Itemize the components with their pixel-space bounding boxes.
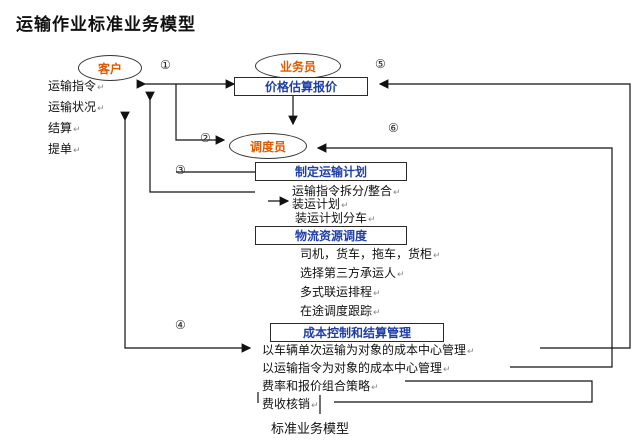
cost-item: 费率和报价组合策略↵: [262, 379, 379, 393]
caption: 标准业务模型: [271, 422, 350, 437]
resource-box: 物流资源调度: [255, 226, 407, 245]
plan-item: 装运计划↵: [292, 197, 349, 211]
resource-item: 司机，货车，拖车，货柜↵: [300, 247, 441, 261]
pricing-box-label: 价格估算报价: [264, 80, 337, 94]
cost-item: 以车辆单次运输为对象的成本中心管理↵: [262, 343, 475, 357]
resource-item: 在途调度跟踪↵: [300, 304, 381, 318]
cost-item: 以运输指令为对象的成本中心管理↵: [262, 361, 451, 375]
customer-node: 客户: [78, 55, 142, 81]
dispatcher-node: 调度员: [229, 133, 307, 159]
customer-item: 运输指令↵: [48, 79, 105, 93]
page-title: 运输作业标准业务模型: [16, 15, 196, 35]
plan-item: 装运计划分车↵: [295, 211, 376, 225]
pricing-box: 价格估算报价: [234, 77, 368, 96]
plan-box-label: 制定运输计划: [294, 165, 367, 179]
customer-item: 结算↵: [48, 121, 81, 135]
plan-item: 运输指令拆分/整合↵: [292, 184, 401, 198]
step-number-4: ④: [175, 318, 186, 332]
step-number-5: ⑤: [375, 57, 386, 71]
resource-box-label: 物流资源调度: [294, 229, 367, 243]
step-number-3: ③: [175, 163, 186, 177]
cost-box-label: 成本控制和结算管理: [302, 326, 411, 340]
resource-item: 多式联运排程↵: [300, 285, 381, 299]
step-number-2: ②: [200, 131, 211, 145]
step-number-6: ⑥: [388, 121, 399, 135]
cost-box: 成本控制和结算管理: [270, 323, 444, 342]
cost-item-list: 以车辆单次运输为对象的成本中心管理↵ 以运输指令为对象的成本中心管理↵ 费率和报…: [262, 342, 475, 414]
customer-label: 客户: [97, 61, 122, 76]
customer-item: 运输状况↵: [48, 100, 105, 114]
plan-box: 制定运输计划: [255, 162, 407, 181]
cost-item: 费收核销↵: [262, 397, 319, 411]
step-number-1: ①: [160, 58, 171, 72]
dispatcher-label: 调度员: [249, 139, 286, 154]
resource-item-list: 司机，货车，拖车，货柜↵ 选择第三方承运人↵ 多式联运排程↵ 在途调度跟踪↵: [300, 246, 441, 322]
salesman-label: 业务员: [279, 59, 316, 74]
resource-item: 选择第三方承运人↵: [300, 266, 405, 280]
customer-item-list: 运输指令↵ 运输状况↵ 结算↵ 提单↵: [48, 77, 105, 161]
salesman-node: 业务员: [255, 53, 341, 79]
customer-item: 提单↵: [48, 142, 81, 156]
